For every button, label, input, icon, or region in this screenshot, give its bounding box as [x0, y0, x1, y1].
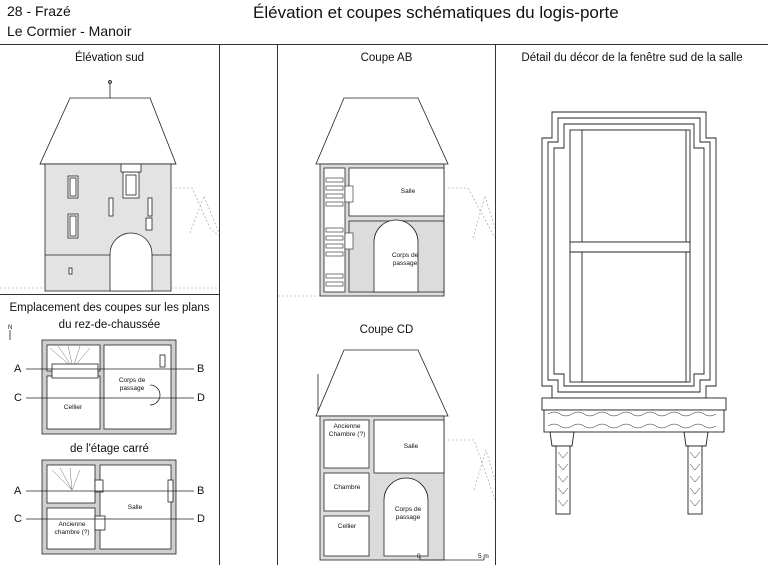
coupe-cd-chambre-ancienne: Ancienne Chambre (?)	[328, 423, 366, 438]
coupe-cd-corps: Corps de passage	[394, 506, 422, 521]
page-title: Élévation et coupes schématiques du logi…	[253, 3, 619, 22]
ground-marker-c: C	[14, 392, 22, 404]
north-label: N	[8, 325, 13, 331]
plans-drawing	[9, 330, 194, 555]
window-detail-drawing	[541, 111, 727, 515]
divider-left	[219, 44, 220, 565]
coupe-cd-drawing	[315, 349, 495, 561]
upper-marker-d: D	[197, 513, 205, 525]
ground-corps-label: Corps de passage	[118, 377, 146, 392]
header-rule	[0, 44, 768, 45]
roof	[39, 97, 177, 165]
detail-caption: Détail du décor de la fenêtre sud de la …	[521, 52, 743, 64]
scale-five: 5 m	[478, 553, 489, 560]
plans-caption-upper: de l'étage carré	[70, 443, 149, 455]
coupe-ab-corps: Corps de passage	[391, 252, 419, 267]
plans-caption-line1: Emplacement des coupes sur les plans	[9, 302, 210, 314]
coupe-ab-salle: Salle	[400, 188, 416, 195]
divider-middle-right	[495, 44, 496, 565]
header-site: Le Cormier - Manoir	[7, 23, 132, 39]
coupe-cd-chambre: Chambre	[333, 484, 361, 491]
coupe-ab-drawing	[278, 97, 495, 297]
coupe-cd-cellier: Cellier	[337, 523, 357, 530]
lower-pane	[581, 251, 687, 383]
divider-middle-left	[277, 44, 278, 565]
upper-salle-label: Salle	[127, 504, 143, 511]
window-sill	[541, 397, 727, 411]
elevation-caption: Élévation sud	[74, 52, 145, 64]
upper-pane	[581, 129, 687, 243]
gate-arch	[109, 232, 153, 292]
scale-zero: 0	[417, 553, 421, 560]
left-console	[555, 445, 571, 515]
upper-marker-b: B	[197, 485, 205, 497]
ground-cellier-label: Cellier	[63, 404, 83, 411]
upper-marker-c: C	[14, 513, 22, 525]
right-console	[687, 445, 703, 515]
transom	[569, 241, 691, 253]
divider-plans	[0, 294, 219, 295]
coupe-cd-caption: Coupe CD	[359, 324, 414, 336]
elevation-drawing	[0, 80, 219, 292]
plans-caption-line2: du rez-de-chaussée	[58, 319, 161, 331]
ground-marker-b: B	[197, 363, 205, 375]
header-place: 28 - Frazé	[7, 3, 71, 19]
ground-marker-d: D	[197, 392, 205, 404]
upper-marker-a: A	[14, 485, 22, 497]
upper-chambre-label: Ancienne chambre (?)	[54, 521, 90, 536]
coupe-ab-caption: Coupe AB	[360, 52, 413, 64]
ground-marker-a: A	[14, 363, 22, 375]
coupe-cd-salle: Salle	[403, 443, 419, 450]
